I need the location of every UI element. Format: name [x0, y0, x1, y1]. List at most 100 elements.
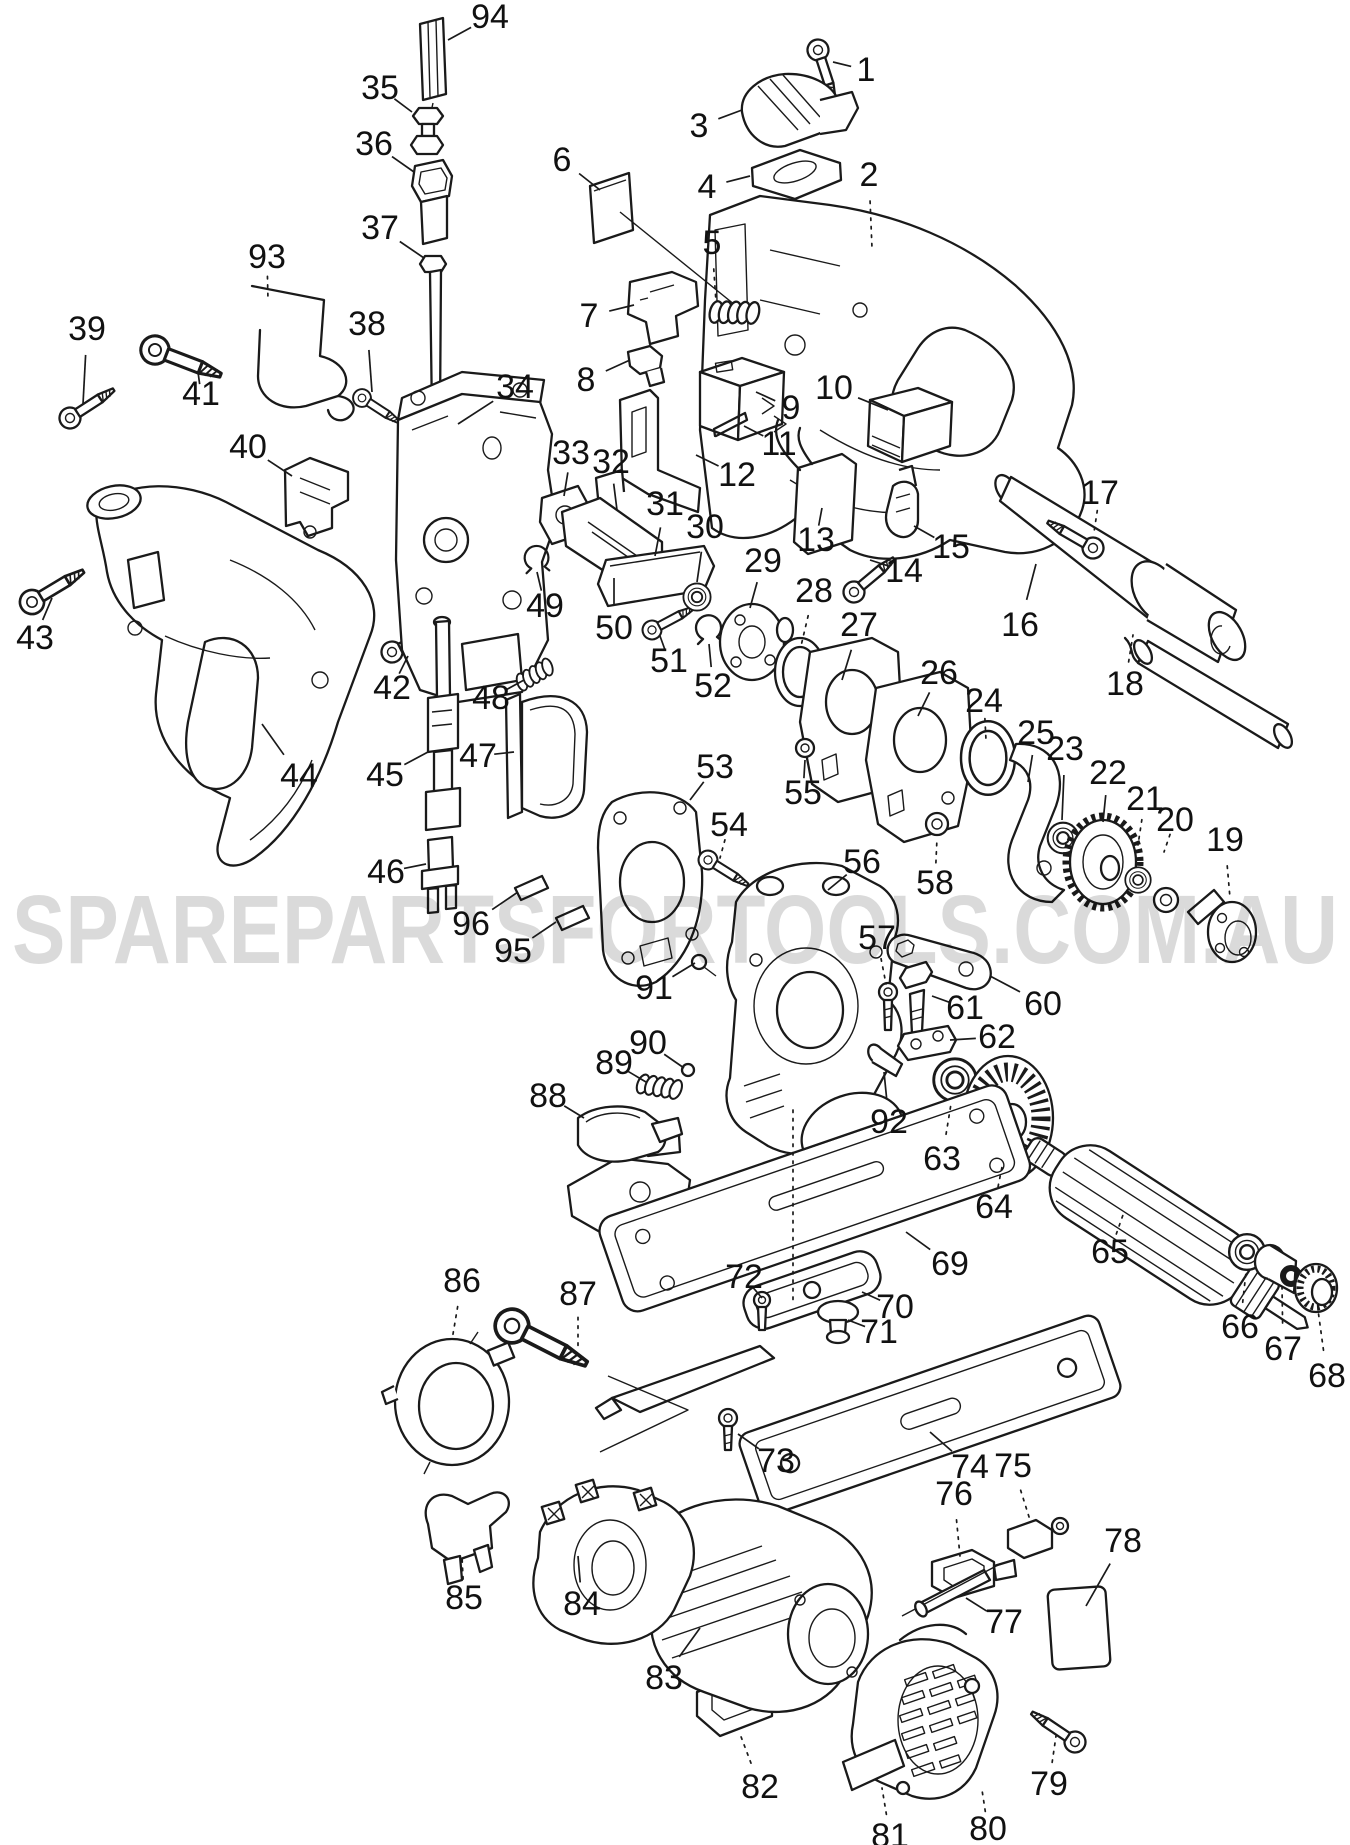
part-number-45: 45	[366, 756, 404, 794]
leader-line-75	[1019, 1489, 1031, 1521]
part-knob-88	[576, 1105, 684, 1163]
part-label-37: 37	[361, 209, 425, 259]
part-label-32: 32	[592, 443, 630, 511]
leader-line-43	[41, 597, 53, 621]
part-stator-84	[532, 1478, 695, 1645]
part-label-75: 75	[994, 1447, 1032, 1521]
part-label-89: 89	[595, 1044, 647, 1083]
part-label-74: 74	[929, 1431, 989, 1486]
part-number-75: 75	[994, 1447, 1032, 1485]
part-number-27: 27	[840, 606, 878, 644]
part-label-56: 56	[827, 843, 881, 891]
part-blade-clamp-46	[420, 835, 460, 915]
leader-line-44	[261, 723, 285, 756]
part-number-8: 8	[577, 361, 596, 399]
leader-line-62	[949, 1037, 976, 1041]
part-number-91: 91	[635, 969, 673, 1007]
part-number-15: 15	[932, 528, 970, 566]
leader-line-33	[563, 472, 569, 497]
watermark: SPAREPARTSFORTOOLS.COM.AU	[12, 875, 1338, 984]
part-gasket-26	[864, 670, 974, 844]
part-number-65: 65	[1091, 1233, 1129, 1271]
part-number-7: 7	[580, 297, 599, 335]
part-number-1: 1	[857, 51, 876, 89]
leader-line-53	[689, 781, 705, 801]
part-number-6: 6	[553, 141, 572, 179]
part-oring-24	[959, 720, 1017, 796]
part-base-12	[618, 388, 702, 514]
part-number-53: 53	[696, 748, 734, 786]
part-sleeve-67	[1253, 1243, 1302, 1295]
part-label-57: 57	[858, 919, 896, 985]
part-number-13: 13	[797, 521, 835, 559]
leader-line-86	[451, 1305, 459, 1341]
leader-line-5	[712, 268, 717, 303]
part-guard-47	[504, 692, 589, 820]
part-label-10: 10	[815, 369, 889, 411]
part-label-5: 5	[703, 224, 721, 303]
part-label-86: 86	[443, 1262, 481, 1341]
part-brush-13	[774, 418, 858, 556]
part-label-79: 79	[1030, 1735, 1068, 1803]
part-number-81: 81	[871, 1817, 909, 1845]
part-plate-96	[513, 874, 550, 902]
part-label-4: 4	[698, 168, 751, 206]
leader-line-37	[399, 240, 425, 259]
leader-line-92	[883, 1071, 888, 1100]
leader-line-63	[945, 1103, 952, 1136]
part-label-63: 63	[923, 1103, 961, 1178]
part-number-66: 66	[1221, 1308, 1259, 1346]
leader-line-73	[737, 1433, 760, 1450]
part-label-33: 33	[552, 434, 590, 497]
part-wire-clip-93	[250, 284, 355, 422]
part-clamp-15	[884, 464, 920, 539]
part-number-49: 49	[526, 587, 564, 625]
leader-line-20	[1163, 833, 1171, 853]
part-number-90: 90	[629, 1024, 667, 1062]
part-label-65: 65	[1091, 1211, 1129, 1271]
part-number-10: 10	[815, 369, 853, 407]
part-screw-72	[752, 1290, 772, 1332]
leader-line-6	[578, 172, 601, 191]
part-number-55: 55	[784, 774, 822, 812]
leader-line-39	[82, 354, 87, 405]
part-number-62: 62	[978, 1018, 1016, 1056]
part-label-7: 7	[580, 297, 635, 335]
part-number-54: 54	[710, 806, 748, 844]
part-number-3: 3	[690, 107, 709, 145]
leader-line-28	[800, 614, 810, 647]
part-number-58: 58	[916, 864, 954, 902]
part-number-96: 96	[452, 905, 490, 943]
part-number-69: 69	[931, 1245, 969, 1283]
part-label-67: 67	[1264, 1285, 1302, 1368]
part-box-10	[866, 386, 954, 464]
leader-line-38	[368, 349, 373, 393]
part-label-11: 11	[743, 425, 797, 463]
part-number-12: 12	[718, 456, 756, 494]
leader-line-30	[696, 551, 703, 583]
part-number-47: 47	[459, 737, 497, 775]
part-nut-36	[410, 158, 454, 246]
part-label-29: 29	[744, 542, 782, 609]
part-number-61: 61	[946, 989, 984, 1027]
part-label-40: 40	[229, 428, 293, 477]
leader-line-9	[755, 391, 776, 402]
part-label-88: 88	[529, 1077, 585, 1119]
part-bolt-35	[409, 106, 445, 156]
leader-line-85	[461, 1555, 464, 1580]
part-label-53: 53	[689, 748, 734, 801]
leader-line-81	[881, 1787, 888, 1816]
part-label-12: 12	[695, 454, 756, 494]
part-label-38: 38	[348, 305, 386, 393]
part-label-78: 78	[1085, 1522, 1142, 1607]
leader-line-27	[841, 649, 853, 681]
leader-line-70	[861, 1291, 881, 1302]
leader-line-96	[491, 891, 519, 911]
part-number-35: 35	[361, 69, 399, 107]
part-lever-8	[626, 344, 666, 388]
leader-line-69	[905, 1231, 931, 1251]
part-label-41: 41	[182, 371, 220, 413]
part-number-17: 17	[1081, 474, 1119, 512]
part-number-80: 80	[969, 1810, 1007, 1845]
leader-line-77	[965, 1597, 988, 1612]
